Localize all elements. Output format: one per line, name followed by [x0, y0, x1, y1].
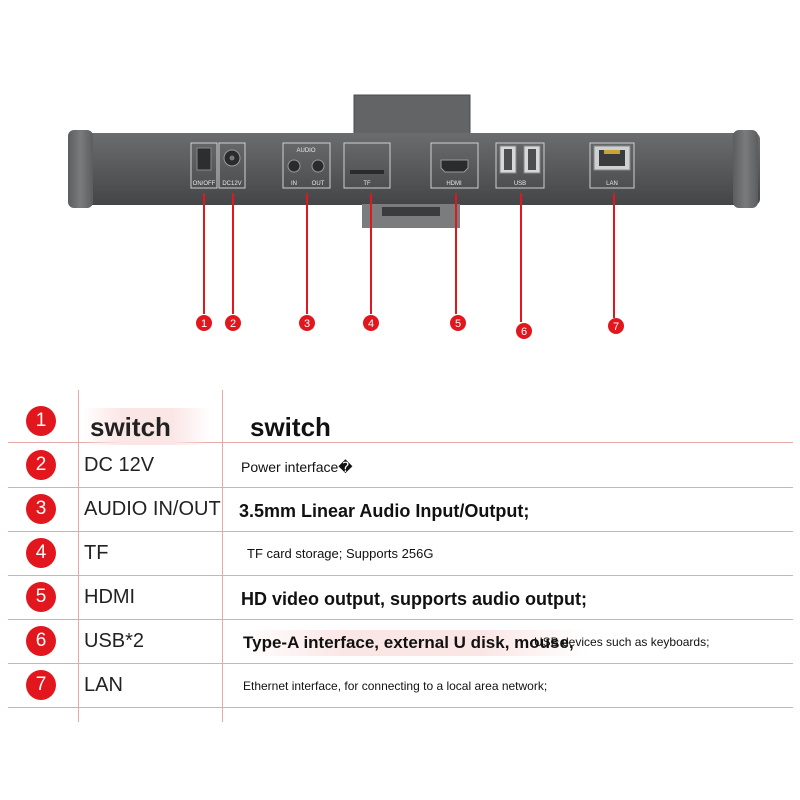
row-description: HD video output, supports audio output; — [241, 589, 587, 609]
dc-port-frame — [218, 142, 246, 189]
callout-6-label: 6 — [521, 326, 527, 338]
callout-4-label: 4 — [368, 318, 374, 330]
callout-7 — [608, 318, 624, 334]
row-description: Type-A interface, external U disk, mouse… — [240, 630, 588, 656]
device-body — [70, 133, 760, 205]
row-divider — [8, 663, 793, 664]
row-name: switch — [82, 408, 211, 445]
hdmi-port-frame — [430, 142, 479, 189]
callout-2-label: 2 — [230, 318, 236, 330]
row-number-badge: 5 — [26, 582, 56, 612]
usb-port-label: USB — [514, 181, 526, 187]
row-number-badge: 3 — [26, 494, 56, 524]
power-switch-frame — [190, 142, 218, 189]
hdmi-port-label: HDMI — [446, 181, 462, 187]
row-divider — [8, 487, 793, 488]
callout-2 — [225, 315, 241, 331]
row-name: TF — [84, 542, 109, 564]
row-number-badge: 6 — [26, 626, 56, 656]
row-number-badge: 4 — [26, 538, 56, 568]
column-divider — [78, 390, 79, 722]
tf-slot-frame — [343, 142, 391, 189]
row-divider — [8, 531, 793, 532]
row-description: 3.5mm Linear Audio Input/Output; — [239, 501, 530, 521]
lan-port-frame — [589, 142, 635, 189]
row-name: AUDIO IN/OUT — [84, 498, 221, 520]
tf-slot-icon — [350, 170, 384, 174]
row-divider — [8, 707, 793, 708]
audio-in-jack-icon — [287, 159, 301, 173]
audio-out-label: OUT — [312, 181, 325, 187]
row-description: TF card storage; Supports 256G — [247, 546, 434, 561]
row-description: Ethernet interface, for connecting to a … — [243, 679, 548, 693]
row-description: switch — [250, 412, 331, 442]
column-divider — [222, 390, 223, 722]
power-switch-icon — [196, 147, 212, 171]
row-name: USB*2 — [84, 630, 145, 652]
end-cap-left — [68, 130, 93, 208]
row-number-badge: 7 — [26, 670, 56, 700]
callout-3 — [299, 315, 315, 331]
callout-4 — [363, 315, 379, 331]
power-switch-label: ON/OFF — [193, 181, 216, 187]
row-description-extra: USB devices such as keyboards; — [534, 635, 710, 649]
callout-7-label: 7 — [613, 321, 619, 333]
row-name: DC 12V — [84, 454, 155, 476]
callout-5-label: 5 — [455, 318, 461, 330]
audio-label: AUDIO — [296, 148, 315, 154]
lan-port-label: LAN — [606, 181, 618, 187]
hdmi-port-icon — [440, 159, 469, 173]
row-number-badge: 1 — [26, 406, 56, 436]
dc-port-label: DC12V — [222, 181, 241, 187]
usb-port-frame — [495, 142, 545, 189]
row-number-badge: 2 — [26, 450, 56, 480]
row-divider — [8, 619, 793, 620]
row-name: LAN — [84, 674, 123, 696]
audio-out-jack-icon — [311, 159, 325, 173]
callout-3-label: 3 — [304, 318, 310, 330]
tf-slot-label: TF — [363, 181, 371, 187]
row-name: HDMI — [84, 586, 136, 608]
callout-1-label: 1 — [201, 318, 207, 330]
callout-1 — [196, 315, 212, 331]
audio-in-label: IN — [291, 181, 297, 187]
callout-6 — [516, 323, 532, 339]
callout-5 — [450, 315, 466, 331]
audio-port-frame — [282, 142, 331, 189]
end-cap-right — [733, 130, 758, 208]
top-bracket — [353, 94, 471, 141]
row-divider — [8, 575, 793, 576]
row-description: Power interface� — [241, 459, 353, 475]
device-illustration: ON/OFF DC12V AUDIO IN OUT TF HDMI USB LA… — [68, 94, 760, 339]
